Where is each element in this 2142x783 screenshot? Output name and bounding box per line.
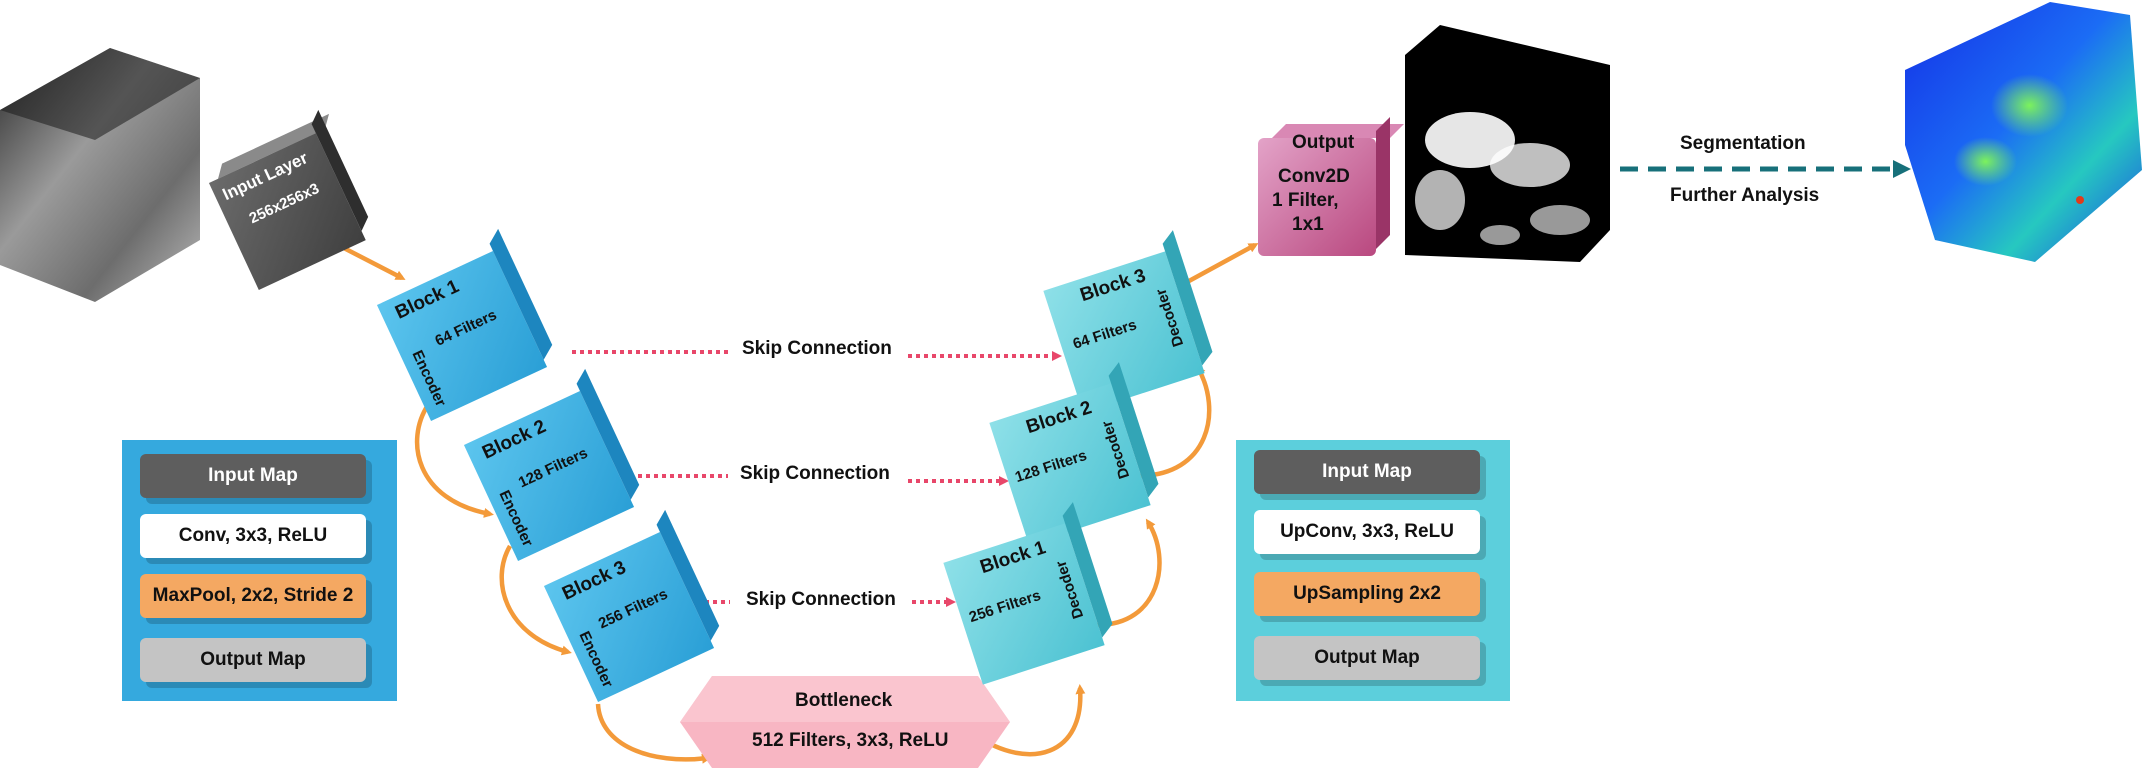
enc1-to-enc2-arrow: [414, 403, 494, 518]
input-to-block1-arrow: [336, 243, 406, 280]
decoder-legend-upconv: UpConv, 3x3, ReLU: [1254, 510, 1480, 554]
encoder-block-2: Block 2 128 Filters Encoder: [463, 368, 645, 572]
segmentation-mask-image: [1405, 25, 1610, 262]
enc2-to-enc3-arrow: [499, 544, 572, 656]
output-line-1: Conv2D: [1278, 166, 1350, 187]
dec3-to-output-arrow: [1176, 243, 1259, 289]
encoder-legend-maxpool: MaxPool, 2x2, Stride 2: [140, 574, 366, 618]
analysis-heatmap-image: [1905, 2, 2142, 262]
decoder-legend-output-map: Output Map: [1254, 636, 1480, 680]
output-line-3: 1x1: [1292, 214, 1324, 235]
decoder-legend: Input Map UpConv, 3x3, ReLU UpSampling 2…: [1236, 440, 1510, 701]
dec1-to-dec2-arrow: [1096, 518, 1162, 628]
encoder-legend-conv: Conv, 3x3, ReLU: [140, 514, 366, 558]
skip-connection-label-2: Skip Connection: [740, 463, 890, 484]
dec2-to-dec3-arrow: [1136, 364, 1212, 479]
encoder-block-3: Block 3 256 Filters Encoder: [543, 509, 725, 713]
input-satellite-image: [0, 48, 200, 302]
decoder-legend-input-map: Input Map: [1254, 450, 1480, 494]
bottleneck-to-dec1-arrow: [973, 684, 1086, 757]
segmentation-label: Segmentation: [1680, 133, 1806, 154]
output-line-2: 1 Filter,: [1272, 190, 1339, 211]
skip-connection-label-1: Skip Connection: [742, 338, 892, 359]
bottleneck-detail: 512 Filters, 3x3, ReLU: [752, 730, 949, 751]
encoder-legend-input-map: Input Map: [140, 454, 366, 498]
decoder-legend-upsampling: UpSampling 2x2: [1254, 572, 1480, 616]
output-block: Output Conv2D 1 Filter, 1x1: [1258, 117, 1404, 274]
encoder-legend: Input Map Conv, 3x3, ReLU MaxPool, 2x2, …: [122, 440, 397, 701]
skip-connection-label-3: Skip Connection: [746, 589, 896, 610]
decoder-block-1: Block 1 256 Filters Decoder: [943, 502, 1120, 700]
bottleneck-title: Bottleneck: [795, 690, 893, 711]
enc3-to-bottleneck-arrow: [595, 703, 712, 764]
input-layer-block: Input Layer 256x256x3: [208, 109, 370, 290]
output-title: Output: [1292, 132, 1355, 153]
encoder-legend-output-map: Output Map: [140, 638, 366, 682]
encoder-block-1: Block 1 64 Filters Encoder: [376, 228, 558, 432]
further-analysis-label: Further Analysis: [1670, 185, 1820, 206]
